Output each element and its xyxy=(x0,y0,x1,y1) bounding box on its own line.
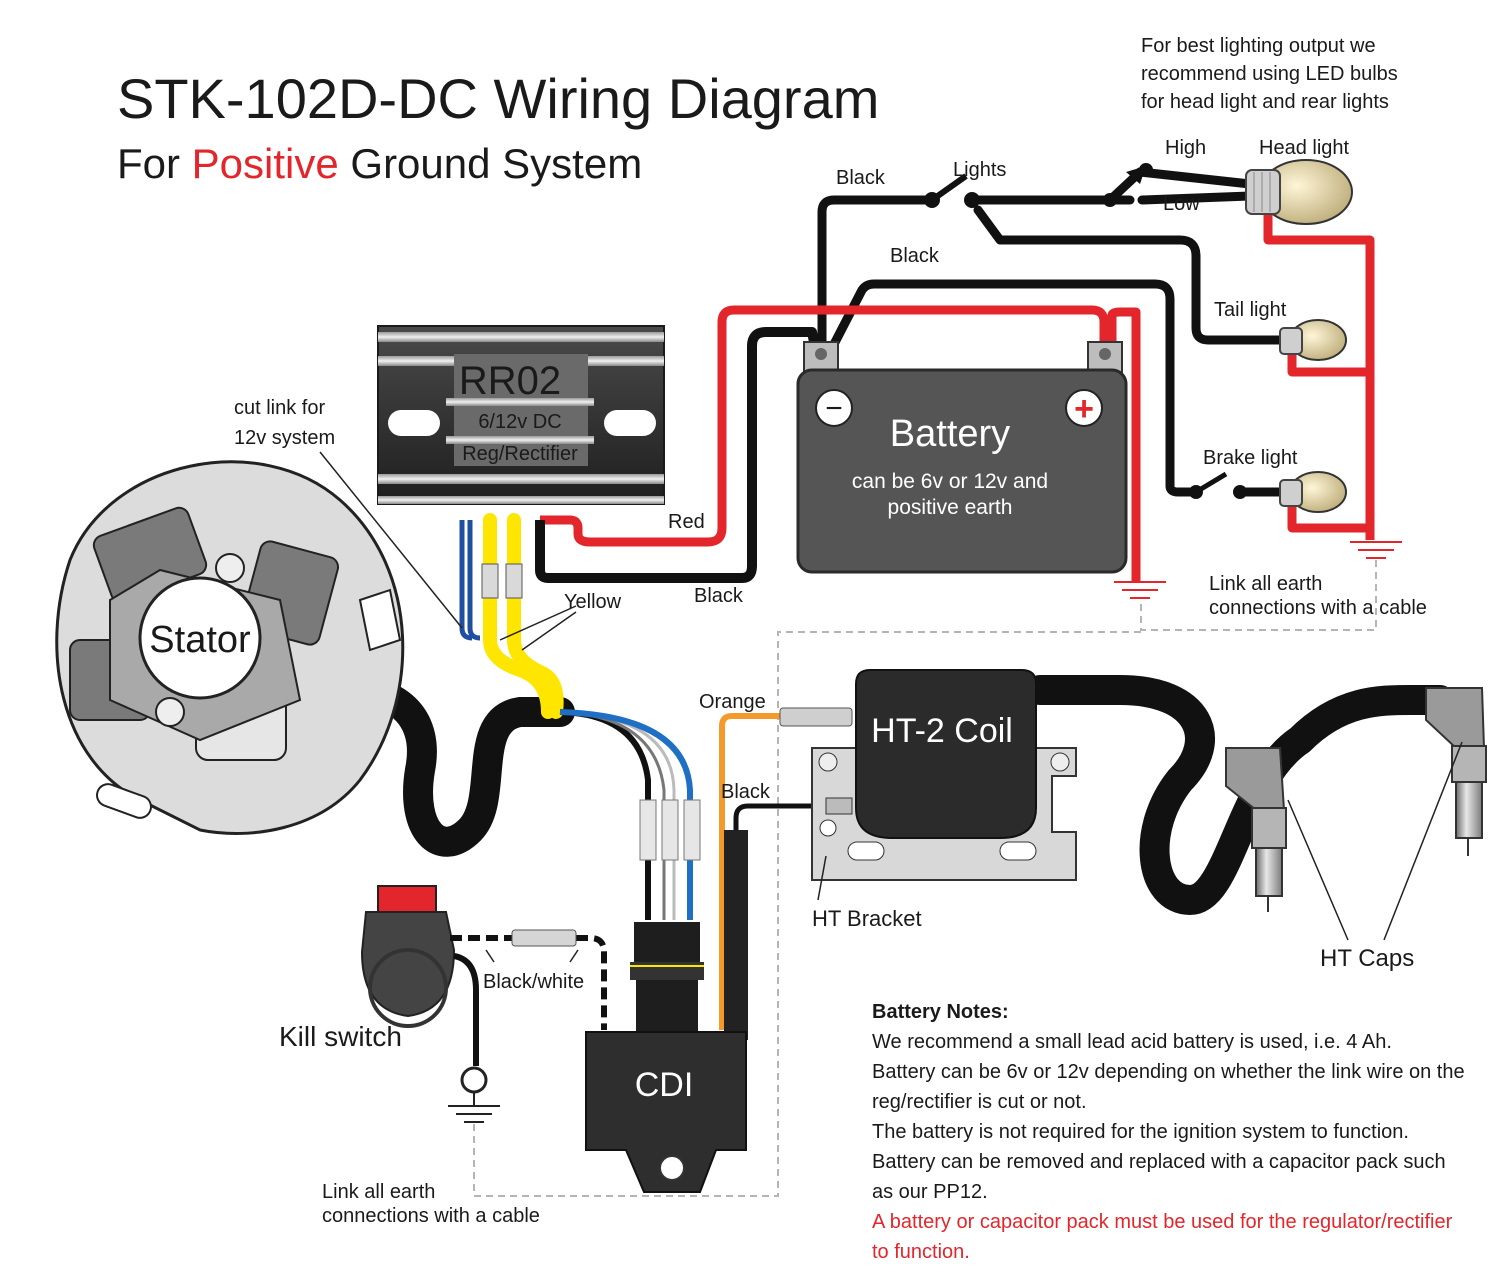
label-low: Low xyxy=(1163,193,1200,215)
subtitle-highlight: Positive xyxy=(192,140,339,187)
label-high: High xyxy=(1165,137,1206,159)
notes-line-2: Battery can be 6v or 12v depending on wh… xyxy=(872,1061,1465,1083)
coil-black-sleeve xyxy=(724,830,748,1040)
brake-light-bulb xyxy=(1279,471,1347,513)
label-black-top: Black xyxy=(836,167,886,189)
kill-switch xyxy=(360,885,500,1123)
notes-warning-1: A battery or capacitor pack must be used… xyxy=(872,1211,1453,1233)
cdi-connectors xyxy=(639,799,701,861)
regulator-spec: 6/12v DC xyxy=(478,411,561,433)
coil-label: HT-2 Coil xyxy=(871,712,1013,750)
notes-heading: Battery Notes: xyxy=(872,1001,1009,1023)
notes-line-3: reg/rectifier is cut or not. xyxy=(872,1091,1087,1113)
lights-switch xyxy=(924,163,1153,208)
yellow-wires xyxy=(483,513,564,719)
brake-light-switch xyxy=(1189,471,1247,499)
stator-label: Stator xyxy=(149,619,251,661)
cdi-signal-wires xyxy=(559,709,693,920)
label-head-light: Head light xyxy=(1259,137,1350,159)
cdi-label: CDI xyxy=(635,1066,694,1104)
battery-positive-sign: + xyxy=(1074,390,1094,428)
battery-positive-terminal-icon xyxy=(1065,389,1103,427)
black-white-connector xyxy=(511,929,577,947)
label-lights: Lights xyxy=(953,159,1006,181)
label-cut-link-1: cut link for xyxy=(234,397,325,419)
orange-connector xyxy=(779,707,853,727)
orange-wire xyxy=(719,713,806,1030)
label-link-earth-bottom-1: Link all earth xyxy=(322,1181,435,1203)
label-cut-link-2: 12v system xyxy=(234,427,335,449)
label-link-earth-bottom-2: connections with a cable xyxy=(322,1205,540,1227)
rr-black-wire xyxy=(535,327,821,583)
regulator-desc: Reg/Rectifier xyxy=(462,443,578,465)
earth-symbol-lights xyxy=(1350,541,1402,559)
yellow-connectors xyxy=(481,563,523,599)
pointer-lines xyxy=(319,451,1463,963)
ht-cap-left xyxy=(1225,747,1287,912)
label-red-wire: Red xyxy=(668,511,705,533)
subtitle-after: Ground System xyxy=(339,140,642,187)
label-tail-light: Tail light xyxy=(1214,299,1287,321)
battery-negative-sign: − xyxy=(825,392,843,425)
regulator-name: RR02 xyxy=(459,359,561,403)
label-kill-switch: Kill switch xyxy=(279,1021,402,1052)
label-link-earth-right-2: connections with a cable xyxy=(1209,597,1427,619)
earth-link-cables xyxy=(473,560,1377,1197)
label-ht-caps: HT Caps xyxy=(1320,945,1414,972)
earth-symbol-battery xyxy=(1114,581,1166,599)
red-positive-wires xyxy=(540,200,1375,582)
notes-line-6: as our PP12. xyxy=(872,1181,988,1203)
tail-light-bulb xyxy=(1279,319,1347,361)
notes-line-5: Battery can be removed and replaced with… xyxy=(872,1151,1446,1173)
led-note-line-2: recommend using LED bulbs xyxy=(1141,63,1398,85)
led-note-line-1: For best lighting output we xyxy=(1141,35,1376,57)
label-black-rr: Black xyxy=(694,585,744,607)
blue-link-wire xyxy=(459,520,481,641)
notes-warning-2: to function. xyxy=(872,1241,970,1263)
black-white-wire xyxy=(450,935,607,1030)
battery: − + Battery can be 6v or 12v and positiv… xyxy=(796,341,1128,574)
main-harness xyxy=(335,675,1455,916)
page-title: STK-102D-DC Wiring Diagram xyxy=(117,67,879,130)
stator: Stator xyxy=(55,460,405,835)
label-orange-wire: Orange xyxy=(699,691,766,713)
battery-negative-terminal-icon xyxy=(815,389,853,427)
label-ht-bracket: HT Bracket xyxy=(812,906,922,931)
notes-line-1: We recommend a small lead acid battery i… xyxy=(872,1031,1392,1053)
battery-title: Battery xyxy=(890,413,1010,455)
label-black-coil: Black xyxy=(721,781,771,803)
page-subtitle: For Positive Ground System xyxy=(117,140,642,187)
black-coil-wire xyxy=(733,803,826,840)
head-light-bulb xyxy=(1245,159,1353,225)
label-yellow-wire: Yellow xyxy=(564,591,622,613)
regulator-rectifier: RR02 6/12v DC Reg/Rectifier xyxy=(377,325,665,505)
battery-desc-line-1: can be 6v or 12v and xyxy=(852,470,1048,493)
high-low-switch-arrow xyxy=(1111,166,1146,199)
subtitle-before: For xyxy=(117,140,192,187)
battery-desc-line-2: positive earth xyxy=(888,496,1013,519)
ht-cap-right xyxy=(1425,687,1487,856)
ht-coil: HT-2 Coil xyxy=(855,669,1037,839)
notes-line-4: The battery is not required for the igni… xyxy=(872,1121,1409,1143)
label-black-mid: Black xyxy=(890,245,940,267)
cdi-unit: CDI xyxy=(585,922,747,1193)
label-black-white: Black/white xyxy=(483,971,584,993)
label-link-earth-right-1: Link all earth xyxy=(1209,573,1322,595)
led-note-line-3: for head light and rear lights xyxy=(1141,91,1389,113)
label-brake-light: Brake light xyxy=(1203,447,1298,469)
